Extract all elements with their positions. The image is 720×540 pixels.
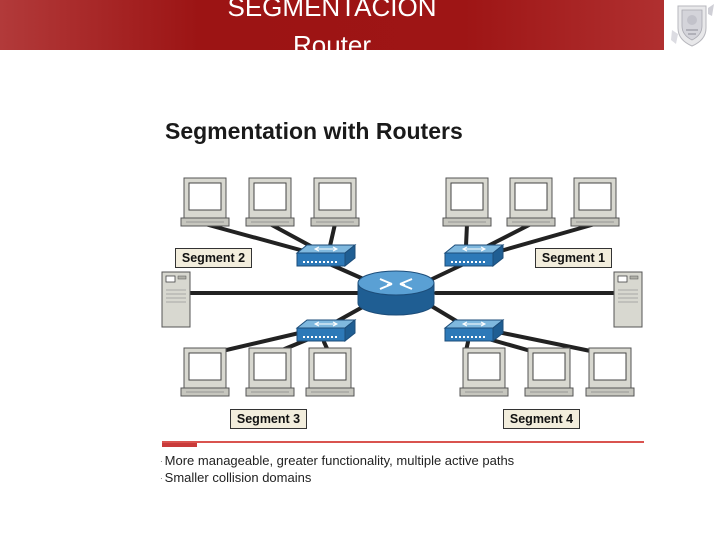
workstation-icon: [442, 177, 492, 227]
segment-1-label: Segment 1: [535, 248, 612, 268]
workstation-icon: [245, 347, 295, 397]
server-icon: [613, 271, 643, 328]
workstation-icon: [570, 177, 620, 227]
workstation-icon: [310, 177, 360, 227]
bullet-list: ·More manageable, greater functionality,…: [160, 452, 514, 486]
switch-icon: [444, 244, 504, 267]
server-icon: [161, 271, 191, 328]
segment-4-label: Segment 4: [503, 409, 580, 429]
switch-icon: [444, 319, 504, 342]
workstation-icon: [506, 177, 556, 227]
router-icon: [357, 270, 435, 316]
diagram-title: Segmentation with Routers: [165, 118, 463, 144]
switch-icon: [296, 319, 356, 342]
university-logo: [666, 0, 720, 50]
workstation-icon: [524, 347, 574, 397]
slide-title-line1: SEGMENTACION: [227, 0, 437, 22]
workstation-icon: [180, 347, 230, 397]
crest-icon: [671, 4, 714, 47]
switch-icon: [296, 244, 356, 267]
divider-line: [162, 441, 644, 443]
slide-title-line2: Router: [292, 30, 372, 51]
bullet-item: ·More manageable, greater functionality,…: [160, 453, 515, 468]
workstation-icon: [585, 347, 635, 397]
divider-accent: [162, 443, 197, 447]
bullet-item: ·Smaller collision domains: [160, 470, 312, 485]
workstation-icon: [305, 347, 355, 397]
workstation-icon: [180, 177, 230, 227]
workstation-icon: [459, 347, 509, 397]
workstation-icon: [245, 177, 295, 227]
segment-2-label: Segment 2: [175, 248, 252, 268]
segment-3-label: Segment 3: [230, 409, 307, 429]
title-bar: SEGMENTACION Router: [0, 0, 664, 50]
